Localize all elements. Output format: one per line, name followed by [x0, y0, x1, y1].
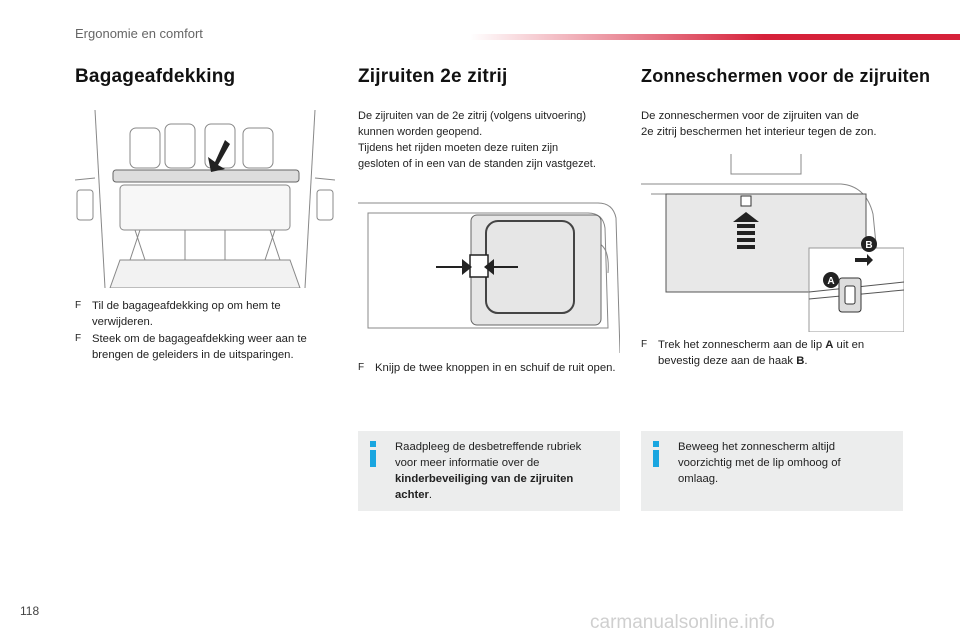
page-number: 118 — [20, 604, 40, 618]
info-icon — [368, 441, 378, 471]
intro-line: De zijruiten van de 2e zitrij (volgens u… — [358, 110, 587, 122]
bullet-text-part: Trek het zonnescherm aan de lip — [658, 339, 826, 351]
bullet-symbol: F — [75, 300, 82, 311]
info-text: Raadpleeg de desbetreffende rubriek voor… — [395, 439, 605, 503]
list-item: F Til de bagageafdekking op om hem te ve… — [75, 298, 337, 330]
intro-line: kunnen worden geopend. — [358, 126, 483, 138]
heading-bagageafdekking: Bagageafdekking — [75, 66, 236, 87]
bullet-text-label-b: B — [796, 355, 805, 367]
info-box: Beweeg het zonnescherm altijd voorzichti… — [641, 431, 903, 511]
bullet-text: Steek om de bagageafdekking weer aan te … — [92, 333, 307, 361]
intro-line: De zonneschermen voor de zijruiten van d… — [641, 110, 859, 122]
info-text: Beweeg het zonnescherm altijd voorzichti… — [678, 441, 841, 485]
label-a: A — [827, 276, 834, 287]
heading-zonneschermen: Zonneschermen voor de zijruiten — [641, 66, 931, 86]
intro-line: 2e zitrij beschermen het interieur tegen… — [641, 126, 877, 138]
info-text-part: Raadpleeg de desbetreffende rubriek voor… — [395, 441, 582, 469]
bullet-symbol: F — [641, 339, 648, 350]
list-item: F Steek om de bagageafdekking weer aan t… — [75, 331, 337, 363]
intro-line: Tijdens het rijden moeten deze ruiten zi… — [358, 142, 559, 154]
header-accent-line — [470, 34, 960, 40]
bullet-text-end: . — [804, 355, 808, 367]
list-item: F Trek het zonnescherm aan de lip A uit … — [641, 337, 903, 369]
side-window-illustration — [358, 193, 620, 353]
bullet-symbol: F — [358, 362, 365, 373]
intro-paragraph: De zijruiten van de 2e zitrij (volgens u… — [358, 108, 620, 172]
list-item: F Knijp de twee knoppen in en schuif de … — [358, 360, 620, 376]
luggage-cover-illustration — [75, 110, 335, 288]
info-text-bold: kinderbeveiliging van de zijruiten achte… — [395, 473, 574, 501]
info-text-end: . — [428, 489, 433, 501]
bullet-text: Knijp de twee knoppen in en schuif de ru… — [375, 362, 616, 374]
watermark: carmanualsonline.info — [590, 612, 775, 633]
bullet-text-label-a: A — [825, 339, 834, 351]
header-section-label: Ergonomie en comfort — [75, 26, 203, 41]
bullet-symbol: F — [75, 333, 82, 344]
intro-line: gesloten of in een van de standen zijn v… — [358, 158, 596, 170]
bullet-text: Til de bagageafdekking op om hem te verw… — [92, 300, 281, 328]
bullet-text: Trek het zonnescherm aan de lip A uit en… — [641, 337, 903, 369]
heading-zijruiten: Zijruiten 2e zitrij — [358, 66, 508, 87]
label-b: B — [865, 240, 872, 251]
info-box: Raadpleeg de desbetreffende rubriek voor… — [358, 431, 620, 511]
sunshade-illustration: A B — [641, 154, 904, 332]
intro-paragraph: De zonneschermen voor de zijruiten van d… — [641, 108, 903, 140]
bullet-text-part: uit en bevestig deze aan de haak — [658, 339, 865, 367]
info-icon — [651, 441, 661, 471]
